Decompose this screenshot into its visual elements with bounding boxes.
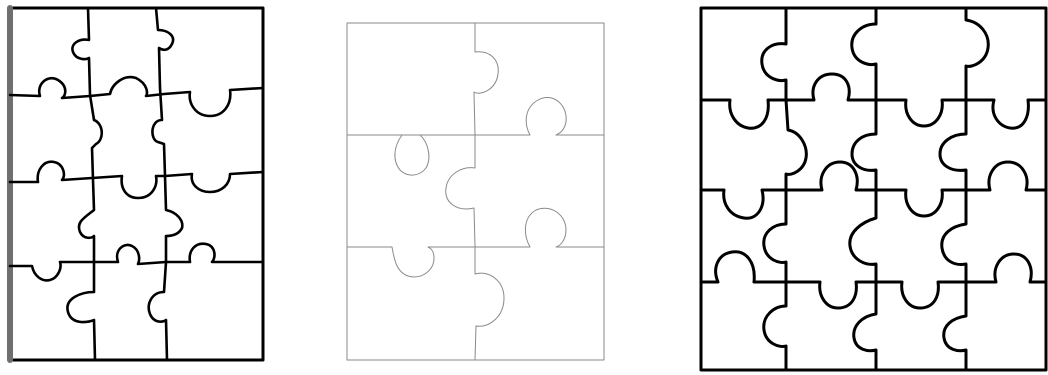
puzzle-right-seam-h1 [701, 74, 1046, 128]
puzzle-right [701, 8, 1046, 370]
puzzle-middle-seam-h1 [347, 97, 604, 135]
puzzle-right-seam-h3 [701, 252, 1046, 308]
puzzle-left-frame [10, 8, 263, 360]
puzzle-left-seam-h1 [10, 77, 263, 116]
puzzle-middle-frame [347, 23, 604, 360]
puzzle-middle [347, 23, 604, 360]
puzzle-left [10, 8, 263, 360]
puzzle-middle-knob-left [395, 135, 429, 175]
puzzle-left-seam-h3 [10, 244, 263, 281]
puzzle-left-seam-h2 [10, 162, 263, 198]
puzzle-middle-seam-v [446, 23, 504, 360]
puzzle-left-seam-v1 [67, 8, 101, 360]
puzzle-left-seam-v2 [149, 8, 183, 360]
